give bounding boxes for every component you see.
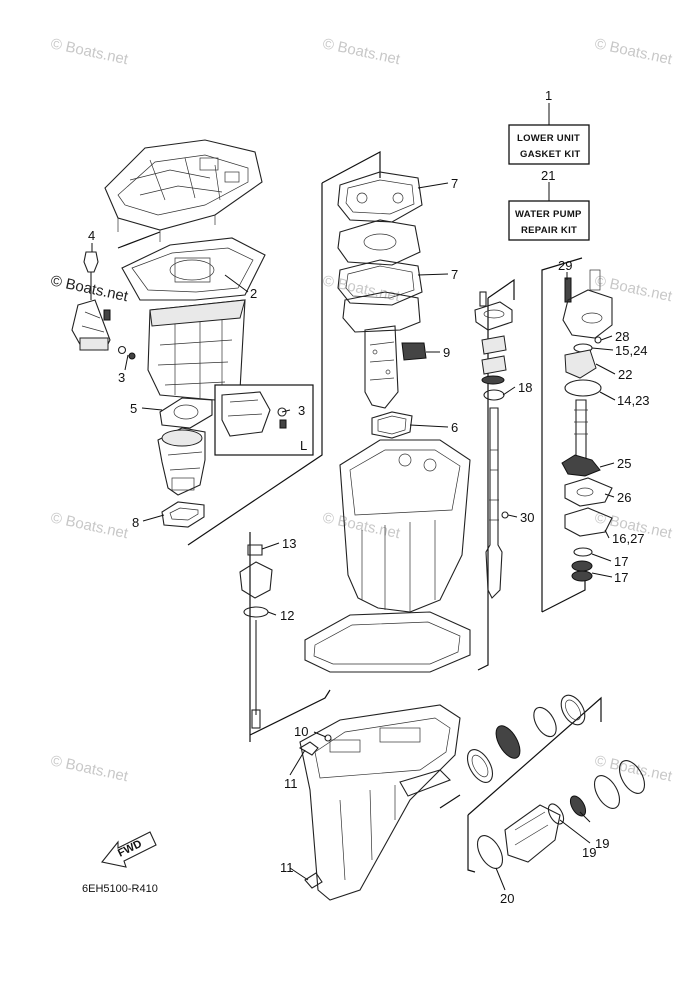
group-boundaries xyxy=(117,150,602,873)
kit-number: 1 xyxy=(545,88,552,103)
bolt-4 xyxy=(83,251,111,321)
exhaust-manifold xyxy=(71,299,111,351)
water-pump-parts xyxy=(561,269,613,582)
watermark: © Boats.net xyxy=(49,752,130,785)
callout-25[interactable]: 25 xyxy=(617,456,631,471)
callout-11[interactable]: 11 xyxy=(284,776,298,791)
kit-line-1: LOWER UNIT xyxy=(517,133,580,144)
plate xyxy=(337,219,421,266)
kit-box-water-pump[interactable]: 21 WATER PUMP REPAIR KIT xyxy=(508,168,590,241)
seal-6 xyxy=(371,411,413,439)
kit-box-lower-unit[interactable]: 1 LOWER UNIT GASKET KIT xyxy=(508,88,590,165)
callout-16-27[interactable]: 16,27 xyxy=(612,531,645,546)
detail-label: L xyxy=(300,438,307,453)
leader-lines xyxy=(91,182,616,891)
callouts: 4 2 3 5 3 8 7 7 9 6 18 30 29 28 15,24 22… xyxy=(88,176,650,906)
watermark-dark: © Boats.net xyxy=(49,272,130,305)
callout-10[interactable]: 10 xyxy=(294,724,308,739)
fwd-label: FWD xyxy=(116,838,144,860)
grommet-3a xyxy=(117,345,136,360)
callout-14-23[interactable]: 14,23 xyxy=(617,393,650,408)
callout-20[interactable]: 20 xyxy=(500,891,514,906)
gasket-7-lower xyxy=(337,259,423,306)
callout-13[interactable]: 13 xyxy=(282,536,296,551)
upper-lower-casing xyxy=(304,439,471,673)
watermark: © Boats.net xyxy=(593,752,674,785)
callout-18[interactable]: 18 xyxy=(518,380,532,395)
callout-3[interactable]: 3 xyxy=(298,403,305,418)
callout-15-24[interactable]: 15,24 xyxy=(615,343,648,358)
seal-8 xyxy=(161,501,205,528)
callout-2[interactable]: 2 xyxy=(250,286,257,301)
callout-11[interactable]: 11 xyxy=(280,860,294,875)
watermark: © Boats.net xyxy=(593,35,674,68)
watermark: © Boats.net xyxy=(593,272,674,305)
forward-arrow: FWD xyxy=(101,831,157,868)
diagram-code: 6EH5100-R410 xyxy=(82,883,158,895)
watermark: © Boats.net xyxy=(49,35,130,68)
detail-inset: L xyxy=(214,384,314,456)
callout-7[interactable]: 7 xyxy=(451,267,458,282)
callout-17[interactable]: 17 xyxy=(614,554,628,569)
drive-shaft-housing xyxy=(342,291,421,409)
callout-7[interactable]: 7 xyxy=(451,176,458,191)
callout-19[interactable]: 19 xyxy=(595,836,609,851)
callout-26[interactable]: 26 xyxy=(617,490,631,505)
watermark: © Boats.net xyxy=(49,509,130,542)
callout-19[interactable]: 19 xyxy=(582,845,596,860)
callout-28[interactable]: 28 xyxy=(615,329,629,344)
kit-number: 21 xyxy=(541,168,555,183)
callout-17[interactable]: 17 xyxy=(614,570,628,585)
callout-29[interactable]: 29 xyxy=(558,258,572,273)
gasket-7-upper xyxy=(337,171,423,223)
watermark: © Boats.net xyxy=(321,35,402,68)
drive-shaft-parts xyxy=(474,291,513,599)
callout-4[interactable]: 4 xyxy=(88,228,95,243)
kit-line-1: WATER PUMP xyxy=(515,209,582,220)
callout-22[interactable]: 22 xyxy=(618,367,632,382)
callout-3[interactable]: 3 xyxy=(118,370,125,385)
upper-casing xyxy=(104,139,263,242)
kit-line-2: REPAIR KIT xyxy=(521,225,577,236)
lower-casing xyxy=(298,704,461,901)
gasket-5 xyxy=(159,397,213,429)
muffler-tube xyxy=(157,427,206,496)
shift-rod xyxy=(239,544,273,729)
callout-5[interactable]: 5 xyxy=(130,401,137,416)
exhaust-guide-gasket xyxy=(121,237,266,301)
kit-line-2: GASKET KIT xyxy=(520,149,581,160)
callout-6[interactable]: 6 xyxy=(451,420,458,435)
grommet-9 xyxy=(401,342,427,361)
callout-9[interactable]: 9 xyxy=(443,345,450,360)
callout-30[interactable]: 30 xyxy=(520,510,534,525)
gear-parts xyxy=(466,694,646,869)
watermark: © Boats.net xyxy=(321,272,402,305)
callout-12[interactable]: 12 xyxy=(280,608,294,623)
callout-8[interactable]: 8 xyxy=(132,515,139,530)
